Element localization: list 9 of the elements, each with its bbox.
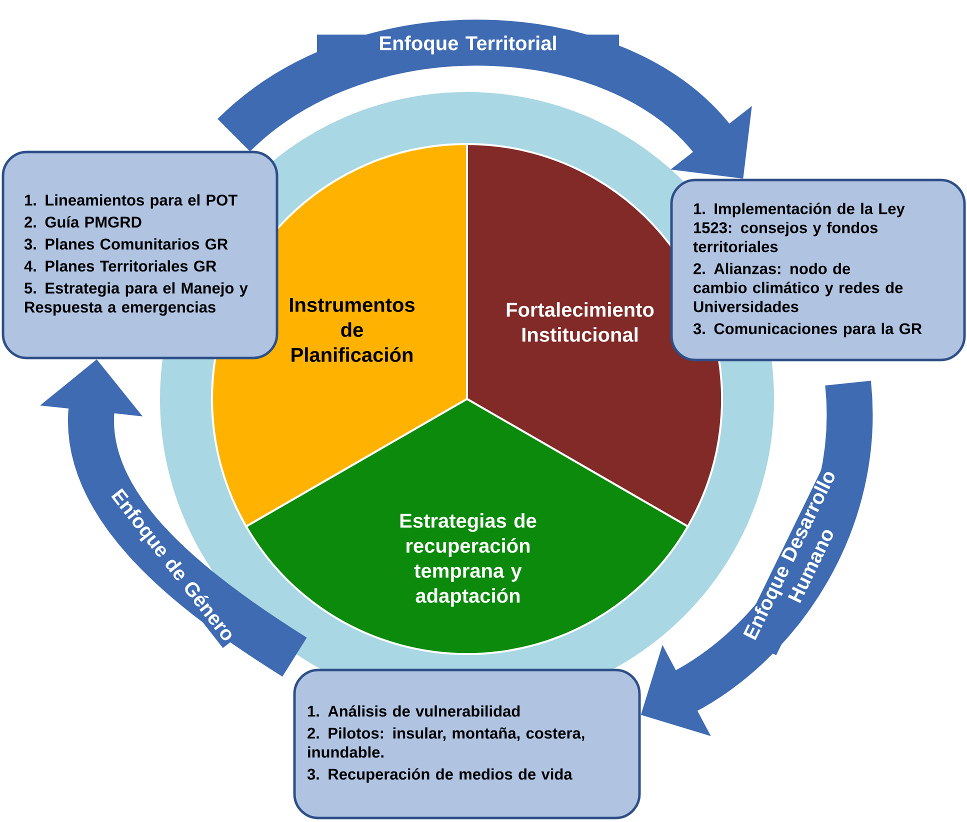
edge-label: Enfoque Territorial [317,34,619,56]
list-item: 2. Pilotos: insular, montaña, costera, inundable. [308,727,584,758]
list-item: 1. Análisis de vulnerabilidad [308,705,520,717]
text-box [293,668,641,820]
text-box [2,150,278,360]
pie-sector: Estrategias de recuperación temprana y adaptación [245,398,689,656]
list-item: 2. Guía PMGRD [24,216,142,228]
list-item: 3. Recuperación de medios de vida [307,768,572,783]
text-box [670,178,966,362]
